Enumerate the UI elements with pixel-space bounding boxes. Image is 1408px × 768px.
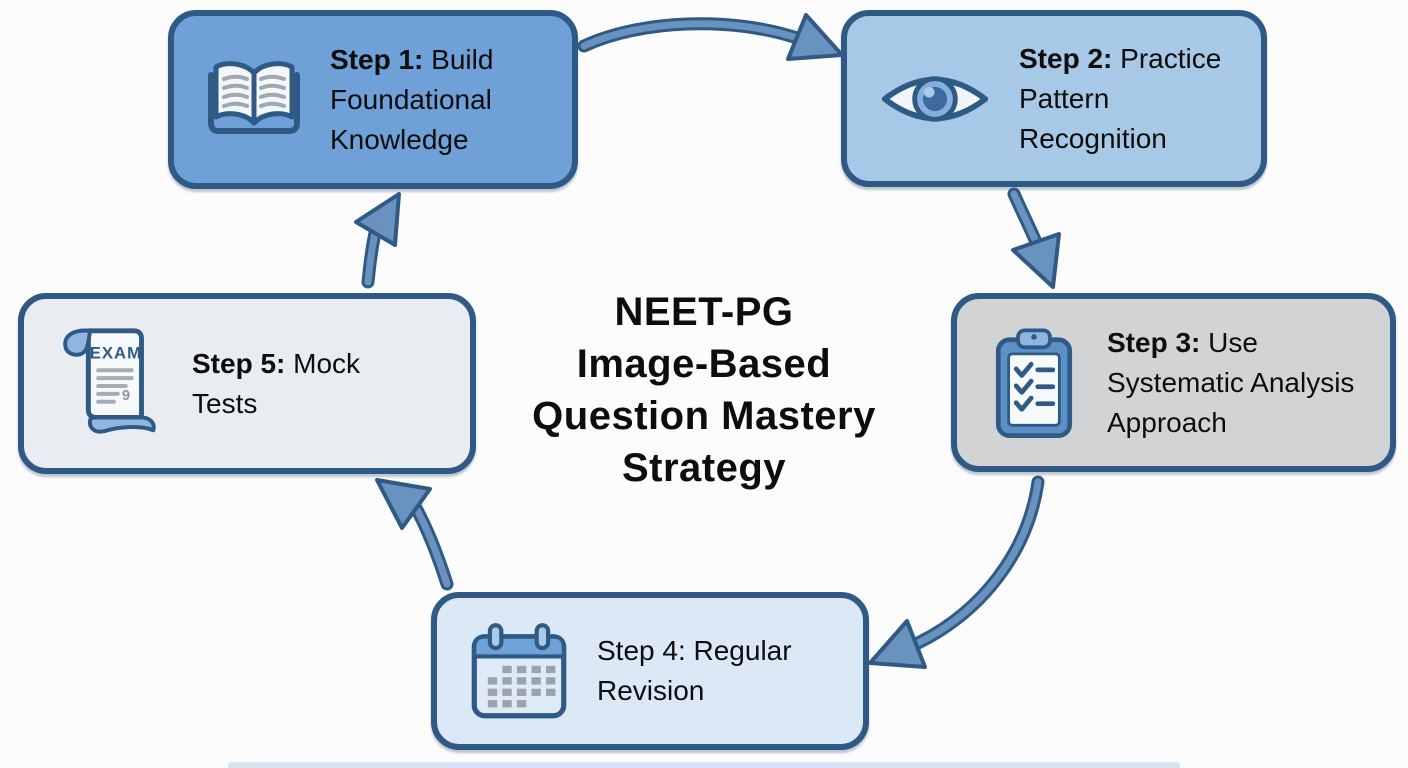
arrow-step5-to-step1-icon bbox=[354, 192, 401, 289]
step-2-prefix: Step 2: bbox=[1019, 42, 1113, 74]
clipboard-checklist-icon bbox=[987, 323, 1081, 443]
exam-scroll-icon: EXAM 9 bbox=[54, 321, 166, 447]
step-5-box: EXAM 9 Step 5: Mock Tests bbox=[18, 293, 476, 474]
step-1-prefix: Step 1: bbox=[330, 43, 424, 75]
step-2-label: Step 2: Practice Pattern Recognition bbox=[1019, 39, 1249, 159]
step-1-box: Step 1: Build Foundational Knowledge bbox=[168, 10, 578, 189]
arrow-step3-to-step4-icon bbox=[868, 475, 1045, 669]
eye-icon bbox=[877, 57, 993, 141]
step-1-text: Build Foundational Knowledge bbox=[330, 43, 494, 155]
step-4-label: Step 4: Regular Revision bbox=[597, 631, 837, 711]
step-5-text: Mock Tests bbox=[192, 347, 361, 419]
step-5-prefix: Step 5: bbox=[192, 347, 286, 379]
arrow-step4-to-step5-icon bbox=[375, 478, 454, 591]
step-3-label: Step 3: Use Systematic Analysis Approach bbox=[1107, 323, 1378, 443]
arrow-step1-to-step2-icon bbox=[577, 13, 844, 61]
step-4-prefix: Step 4: bbox=[597, 635, 686, 666]
diagram-title: NEET-PG Image-Based Question Mastery Str… bbox=[532, 290, 876, 490]
step-3-box: Step 3: Use Systematic Analysis Approach bbox=[951, 293, 1396, 472]
step-2-text: Practice Pattern Recognition bbox=[1019, 42, 1222, 154]
step-1-label: Step 1: Build Foundational Knowledge bbox=[330, 40, 555, 160]
step-3-prefix: Step 3: bbox=[1107, 326, 1201, 358]
step-4-text: Regular Revision bbox=[597, 635, 792, 706]
exam-scroll-mark: 9 bbox=[122, 387, 130, 403]
step-3-text: Use Systematic Analysis Approach bbox=[1107, 326, 1355, 438]
calendar-icon bbox=[467, 621, 571, 721]
step-5-label: Step 5: Mock Tests bbox=[192, 344, 402, 424]
step-4-box: Step 4: Regular Revision bbox=[431, 592, 869, 750]
exam-scroll-label: EXAM bbox=[90, 343, 142, 362]
bottom-partial-box-edge bbox=[228, 762, 1180, 768]
arrow-step2-to-step3-icon bbox=[1007, 187, 1061, 289]
step-2-box: Step 2: Practice Pattern Recognition bbox=[841, 10, 1267, 187]
open-book-icon bbox=[204, 55, 304, 145]
